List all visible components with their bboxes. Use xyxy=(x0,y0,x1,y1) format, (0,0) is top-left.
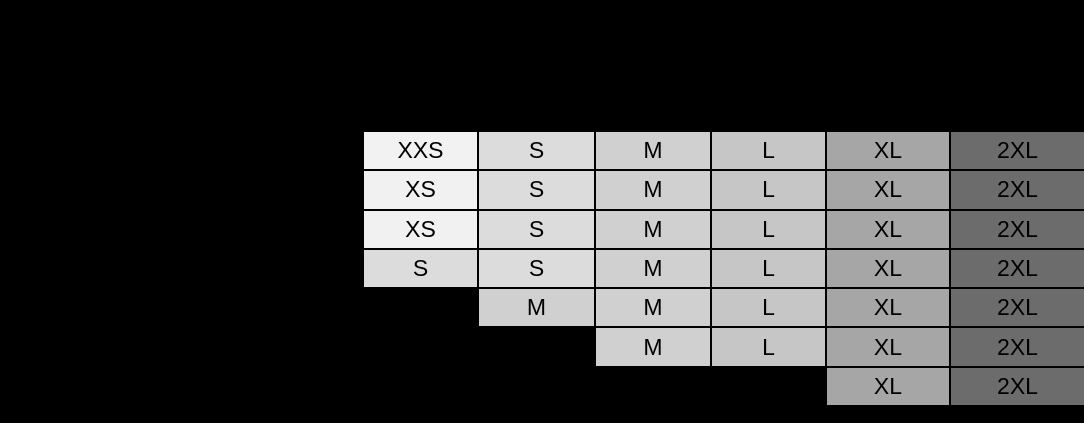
size-cell: 2XL xyxy=(949,365,1084,408)
size-cell: M xyxy=(594,326,712,368)
size-cell: L xyxy=(710,287,827,329)
size-cell: XXS xyxy=(362,129,479,172)
size-cell: L xyxy=(710,129,827,172)
empty-cell xyxy=(711,367,826,406)
empty-cell xyxy=(363,367,478,406)
size-cell: XL xyxy=(825,365,951,408)
size-cell: M xyxy=(594,129,712,172)
empty-cell xyxy=(363,327,478,366)
empty-cell xyxy=(478,367,595,406)
size-cell: L xyxy=(710,208,827,250)
size-cell: 2XL xyxy=(949,208,1084,250)
size-cell: L xyxy=(710,169,827,211)
size-cell: XL xyxy=(825,169,951,211)
size-cell: XL xyxy=(825,287,951,329)
size-cell: XS xyxy=(362,208,479,250)
size-cell: M xyxy=(594,247,712,290)
size-cell: M xyxy=(594,287,712,329)
empty-cell xyxy=(478,327,595,366)
size-cell: L xyxy=(710,247,827,290)
size-cell: S xyxy=(477,208,596,250)
size-cell: XL xyxy=(825,129,951,172)
size-cell: S xyxy=(477,247,596,290)
size-cell: 2XL xyxy=(949,247,1084,290)
size-cell: M xyxy=(594,169,712,211)
empty-cell xyxy=(363,288,478,327)
size-cell: 2XL xyxy=(949,287,1084,329)
size-cell: 2XL xyxy=(949,169,1084,211)
size-cell: 2XL xyxy=(949,326,1084,368)
size-cell: S xyxy=(477,169,596,211)
size-cell: S xyxy=(362,247,479,290)
empty-cell xyxy=(595,367,711,406)
size-cell: XL xyxy=(825,208,951,250)
size-cell: XL xyxy=(825,326,951,368)
size-cell: M xyxy=(477,287,596,329)
size-cell: M xyxy=(594,208,712,250)
size-cell: 2XL xyxy=(949,129,1084,172)
size-cell: S xyxy=(477,129,596,172)
size-cell: XL xyxy=(825,247,951,290)
size-cell: L xyxy=(710,326,827,368)
size-cell: XS xyxy=(362,169,479,211)
